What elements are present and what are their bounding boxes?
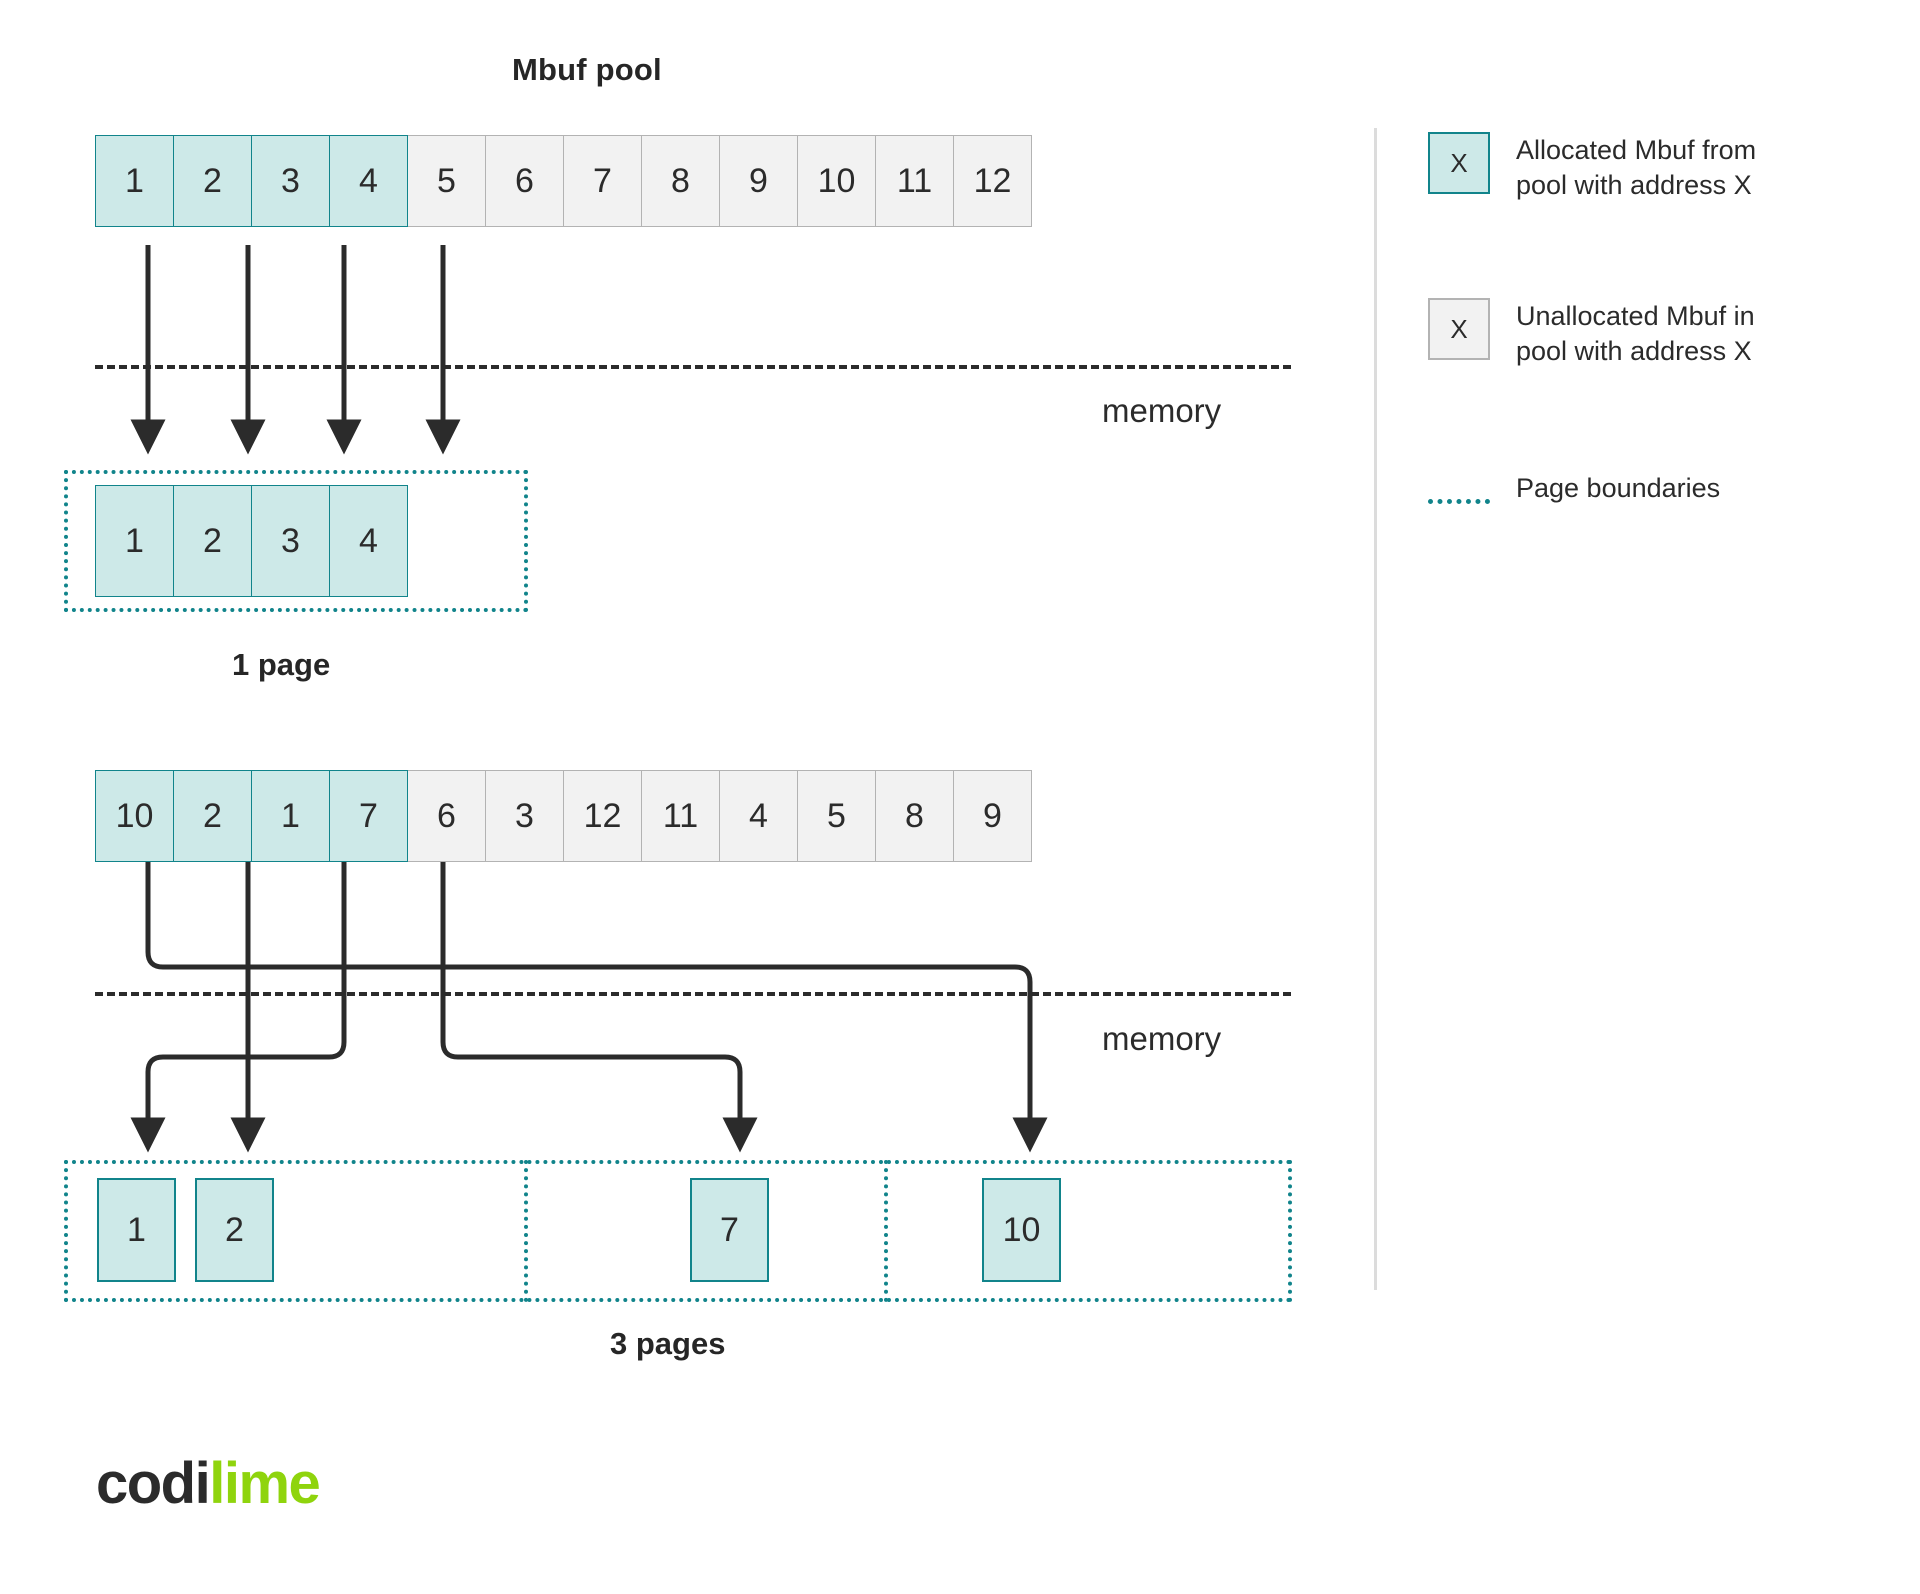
mbuf-cell: 8	[641, 135, 720, 227]
codilime-logo: codilime	[96, 1450, 321, 1517]
memory-divider-bottom	[95, 992, 1291, 996]
legend-label-allocated: Allocated Mbuf from pool with address X	[1516, 135, 1757, 200]
mbuf-cell: 9	[719, 135, 798, 227]
memory-label-top: memory	[1102, 392, 1222, 429]
legend-label-unallocated: Unallocated Mbuf in pool with address X	[1516, 301, 1755, 366]
memory-box-top: 3	[251, 485, 330, 597]
page-region-bottom	[64, 1160, 1292, 1302]
logo-text-lime: lime	[209, 1451, 321, 1516]
memory-box-top: 2	[173, 485, 252, 597]
memory-box-top: 1	[95, 485, 174, 597]
legend-item-page-boundaries: Page boundaries	[1428, 470, 1720, 532]
mbuf-cell: 4	[719, 770, 798, 862]
arrows-top-group	[130, 245, 461, 455]
mbuf-cell: 5	[407, 135, 486, 227]
mbuf-cell: 11	[641, 770, 720, 862]
pages-label-bottom: 3 pages	[610, 1326, 726, 1361]
mbuf-cell: 6	[485, 135, 564, 227]
legend-separator	[1374, 128, 1377, 1290]
pages-label-top: 1 page	[232, 647, 331, 682]
mbuf-cell: 2	[173, 135, 252, 227]
memory-box-bottom-1: 1	[97, 1178, 176, 1282]
mbuf-cell: 3	[485, 770, 564, 862]
mbuf-cell: 12	[563, 770, 642, 862]
legend-label-page-boundaries: Page boundaries	[1516, 473, 1721, 503]
arrow-bottom-7	[440, 862, 758, 1153]
legend-item-allocated: X Allocated Mbuf from pool with address …	[1428, 132, 1756, 202]
memory-label-bottom: memory	[1102, 1020, 1222, 1057]
memory-box-bottom-2: 2	[195, 1178, 274, 1282]
mbuf-cell: 5	[797, 770, 876, 862]
page-region-top	[64, 470, 528, 612]
memory-box-bottom-3: 7	[690, 1178, 769, 1282]
page-title: Mbuf pool	[512, 52, 662, 87]
mbuf-cell: 11	[875, 135, 954, 227]
legend-swatch-unallocated: X	[1428, 298, 1490, 360]
arrow-bottom-10	[145, 862, 1048, 1153]
mbuf-cell: 9	[953, 770, 1032, 862]
arrow-bottom-1	[130, 862, 347, 1153]
arrows-bottom-group	[130, 862, 1048, 1153]
mbuf-cell: 7	[329, 770, 408, 862]
mbuf-cell: 2	[173, 770, 252, 862]
mbuf-cell: 4	[329, 135, 408, 227]
memory-divider-top	[95, 365, 1291, 369]
page-boundary-icon	[1428, 470, 1490, 532]
memory-box-bottom-4: 10	[982, 1178, 1061, 1282]
logo-text-codi: codi	[96, 1451, 211, 1516]
mbuf-cell: 10	[797, 135, 876, 227]
legend-swatch-allocated: X	[1428, 132, 1490, 194]
page-boundary-divider-1	[524, 1160, 528, 1302]
legend-item-unallocated: X Unallocated Mbuf in pool with address …	[1428, 298, 1755, 368]
mbuf-cell: 8	[875, 770, 954, 862]
memory-box-top: 4	[329, 485, 408, 597]
mbuf-cell: 1	[95, 135, 174, 227]
page-boundary-divider-2	[884, 1160, 888, 1302]
mbuf-cell: 10	[95, 770, 174, 862]
mbuf-cell: 7	[563, 135, 642, 227]
mbuf-cell: 3	[251, 135, 330, 227]
mbuf-cell: 1	[251, 770, 330, 862]
mbuf-cell: 6	[407, 770, 486, 862]
mbuf-cell: 12	[953, 135, 1032, 227]
